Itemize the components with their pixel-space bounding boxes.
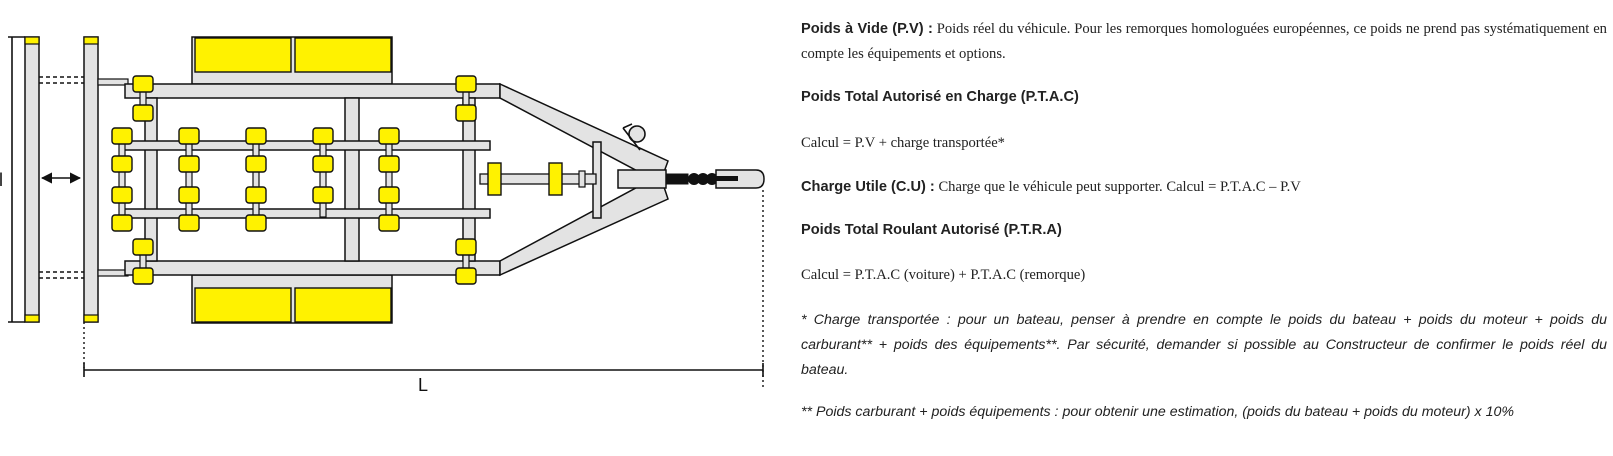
ptac-title: Poids Total Autorisé en Charge (P.T.A.C) [801,89,1079,105]
wheels-top [191,36,393,85]
definitions-panel: Poids à Vide (P.V) : Poids réel du véhic… [801,0,1607,456]
pv-definition: Poids à Vide (P.V) : Poids réel du véhic… [801,17,1607,67]
main-vertical-bar [83,36,99,323]
bar-connectors [97,78,129,277]
roller-posts [118,89,470,273]
ptra-calc: Calcul = P.T.A.C (voiture) + P.T.A.C (re… [801,267,1086,283]
cu-title: Charge Utile (C.U) : [801,179,935,195]
length-dimension: L [83,190,764,395]
footnote-1: * Charge transportée : pour un bateau, p… [801,312,1607,378]
ptac-calc: Calcul = P.V + charge transportée* [801,135,1005,151]
width-label: l [0,170,3,190]
coupling [617,169,765,189]
width-dimension: l [0,36,25,323]
footnote-2: ** Poids carburant + poids équipements :… [801,404,1514,420]
trailer-diagram: l [0,36,765,395]
wheels-bottom [191,274,393,324]
length-label: L [418,375,428,395]
side-bar [24,36,40,323]
pv-title: Poids à Vide (P.V) : [801,21,933,37]
winch [622,123,646,151]
chassis-frame [119,82,669,277]
ptra-title: Poids Total Roulant Autorisé (P.T.R.A) [801,222,1062,238]
cu-description: Charge que le véhicule peut supporter. C… [938,179,1301,195]
bow-roller [479,162,597,196]
dashed-links [39,76,84,279]
cu-definition: Charge Utile (C.U) : Charge que le véhic… [801,175,1607,200]
rollers [111,75,477,285]
pv-description: Poids réel du véhicule. Pour les remorqu… [801,21,1607,62]
